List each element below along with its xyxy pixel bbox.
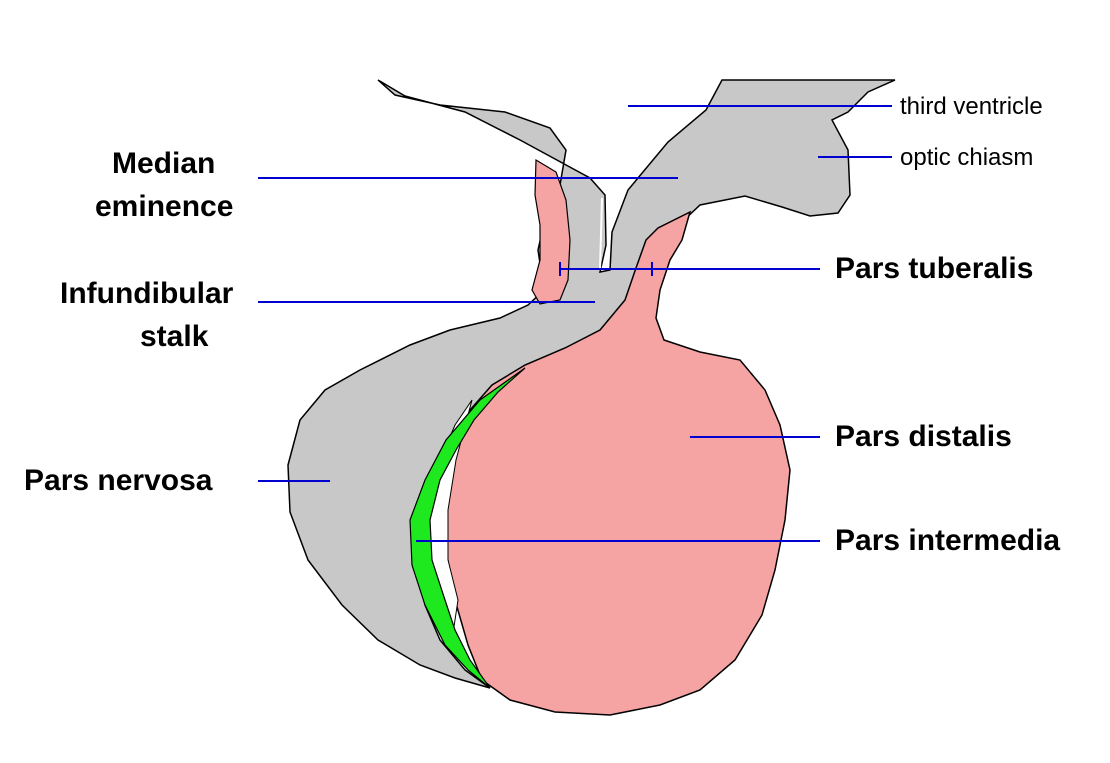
label-pars-distalis: Pars distalis — [835, 418, 1012, 456]
label-infundibular-stalk-line2: stalk — [140, 318, 208, 356]
label-median-eminence-line2: eminence — [95, 188, 233, 226]
label-pars-tuberalis: Pars tuberalis — [835, 250, 1033, 288]
label-pars-nervosa: Pars nervosa — [24, 462, 212, 500]
label-optic-chiasm: optic chiasm — [900, 143, 1033, 173]
label-pars-intermedia: Pars intermedia — [835, 522, 1060, 560]
label-median-eminence-line1: Median — [112, 145, 215, 183]
label-infundibular-stalk-line1: Infundibular — [60, 275, 233, 313]
label-third-ventricle: third ventricle — [900, 92, 1043, 122]
